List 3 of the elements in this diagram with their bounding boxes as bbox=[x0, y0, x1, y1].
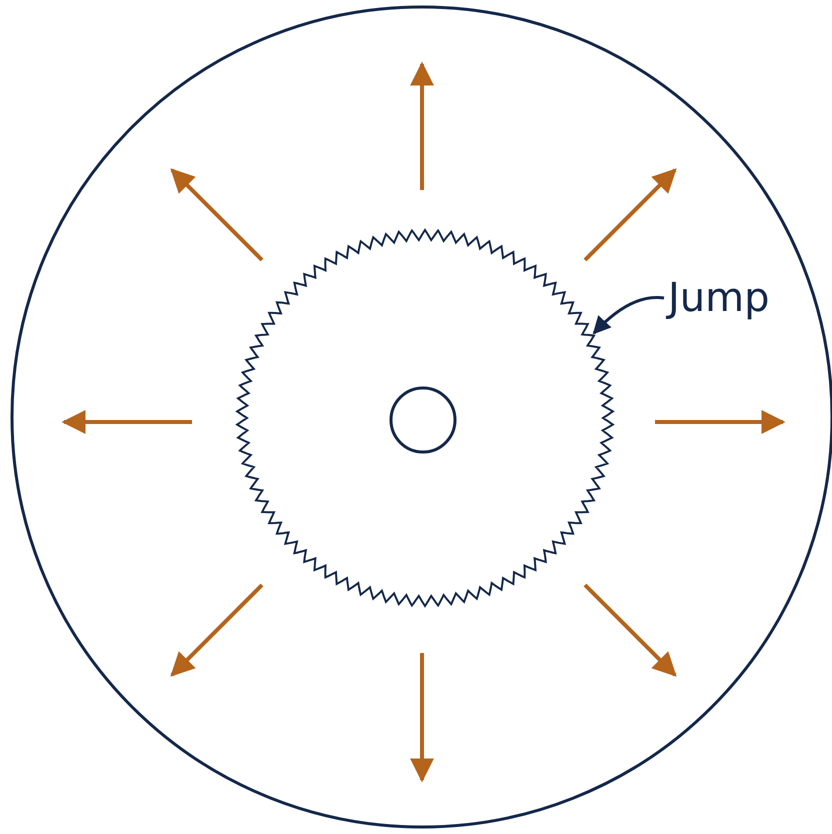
jump-label: Jump bbox=[668, 278, 770, 318]
leader-line bbox=[592, 296, 664, 334]
wavy-front bbox=[236, 229, 614, 607]
